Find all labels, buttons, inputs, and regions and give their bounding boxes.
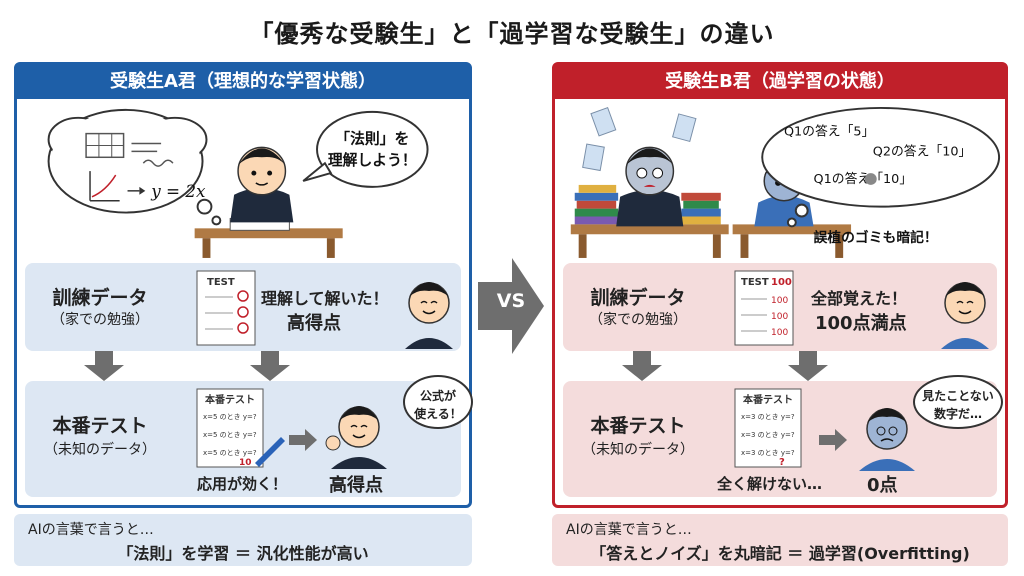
memo-note: 誤植のゴミも暗記！ bbox=[814, 229, 938, 246]
real-test-result: 高得点 bbox=[329, 475, 383, 496]
speech-line-1: 「法則」を bbox=[335, 129, 409, 147]
confident-student-icon bbox=[325, 406, 387, 469]
svg-text:x=5 のとき y=?: x=5 のとき y=? bbox=[203, 431, 257, 439]
summary-a-line-2: 「法則」を学習 ＝ 汎化性能が高い bbox=[117, 544, 369, 563]
training-result-line-1-b: 全部覚えた！ bbox=[811, 289, 908, 308]
vs-label: VS bbox=[496, 290, 526, 312]
summary-a-line-1: AIの言葉で言うと… bbox=[28, 522, 154, 538]
page-title: 「優秀な受験生」と「過学習な受験生」の違い bbox=[249, 20, 775, 48]
exam-sheet-icon-b: 本番テスト x=3 のとき y=? x=3 のとき y=? x=3 のとき y=… bbox=[734, 388, 802, 468]
svg-text:100: 100 bbox=[771, 328, 788, 338]
svg-text:TEST: TEST bbox=[207, 277, 235, 288]
formula-speech-bubble: 公式が 使える！ bbox=[403, 375, 473, 429]
confused-student-icon bbox=[859, 408, 915, 471]
training-data-title: 訓練データ bbox=[52, 287, 148, 309]
summary-b-line-2: 「答えとノイズ」を丸暗記 ＝ 過学習(Overfitting) bbox=[590, 544, 970, 563]
svg-text:100: 100 bbox=[771, 296, 788, 306]
vs-arrow bbox=[478, 258, 544, 354]
panel-student-a: 受験生A君（理想的な学習状態） y = 2x bbox=[14, 62, 473, 508]
test-sheet-icon: TEST bbox=[196, 270, 256, 346]
svg-text:x=5 のとき y=?: x=5 のとき y=? bbox=[203, 413, 257, 421]
summary-b: AIの言葉で言うと… 「答えとノイズ」を丸暗記 ＝ 過学習(Overfittin… bbox=[552, 514, 1008, 566]
real-test-caption: 応用が効く！ bbox=[197, 475, 288, 493]
real-test-subtitle-b: （未知のデータ） bbox=[582, 442, 694, 458]
training-data-subtitle: （家での勉強） bbox=[51, 312, 149, 328]
student-a-study-scene: y = 2x 「法則」を 理解しよう！ bbox=[47, 108, 429, 258]
training-data-subtitle-b: （家での勉強） bbox=[589, 312, 687, 328]
memo-line-1: Q1の答え「5」 bbox=[784, 124, 874, 140]
small-arrow-icon bbox=[289, 429, 317, 451]
real-test-title: 本番テスト bbox=[52, 415, 148, 437]
real-test-row-b: 本番テスト （未知のデータ） 本番テスト x=3 のとき y=? x=3 のとき… bbox=[563, 375, 1003, 497]
training-data-row-b: 訓練データ （家での勉強） TEST 100 100 100 100 全部覚えた… bbox=[563, 263, 997, 351]
svg-text:100: 100 bbox=[771, 277, 792, 288]
memo-line-3: Q1の答え「10」 bbox=[814, 171, 913, 187]
exam-sheet-icon: 本番テスト x=5 のとき y=? x=5 のとき y=? x=5 のとき y=… bbox=[196, 388, 285, 468]
svg-text:x=5 のとき y=?: x=5 のとき y=? bbox=[203, 449, 257, 457]
summary-b-line-1: AIの言葉で言うと… bbox=[566, 522, 692, 538]
panel-student-b: 受験生B君（過学習の状態） bbox=[552, 62, 1008, 508]
speech-line-2: 理解しよう！ bbox=[328, 151, 417, 169]
svg-text:10: 10 bbox=[239, 458, 252, 468]
svg-text:本番テスト: 本番テスト bbox=[205, 393, 255, 406]
svg-text:100: 100 bbox=[771, 312, 788, 322]
panel-b-header: 受験生B君（過学習の状態） bbox=[555, 65, 1005, 99]
real-test-title-b: 本番テスト bbox=[590, 415, 686, 437]
thought-cloud: y = 2x bbox=[47, 108, 222, 226]
confused-speech-bubble: 見たことない 数字だ… bbox=[913, 375, 1003, 429]
real-test-result-b: 0点 bbox=[867, 475, 898, 496]
svg-text:?: ? bbox=[779, 457, 785, 468]
formula-text: y = 2x bbox=[150, 181, 206, 201]
panel-a-header: 受験生A君（理想的な学習状態） bbox=[17, 65, 469, 99]
happy-student-icon bbox=[405, 282, 453, 349]
summary-a: AIの言葉で言うと… 「法則」を学習 ＝ 汎化性能が高い bbox=[14, 514, 472, 566]
training-data-title-b: 訓練データ bbox=[590, 287, 686, 309]
real-test-subtitle: （未知のデータ） bbox=[44, 442, 156, 458]
training-data-row: 訓練データ （家での勉強） TEST 理解して解いた！ 高得点 bbox=[25, 263, 461, 351]
perfect-test-sheet-icon: TEST 100 100 100 100 bbox=[734, 270, 794, 346]
training-result-line-2: 高得点 bbox=[287, 313, 341, 334]
svg-text:本番テスト: 本番テスト bbox=[743, 393, 793, 406]
svg-text:x=3 のとき y=?: x=3 のとき y=? bbox=[741, 449, 795, 457]
svg-text:x=3 のとき y=?: x=3 のとき y=? bbox=[741, 413, 795, 421]
svg-text:TEST: TEST bbox=[741, 277, 769, 288]
training-result-line-2-b: 100点満点 bbox=[815, 313, 907, 334]
svg-text:x=3 のとき y=?: x=3 のとき y=? bbox=[741, 431, 795, 439]
real-test-caption-b: 全く解けない… bbox=[717, 475, 823, 493]
training-result-line-1: 理解して解いた！ bbox=[261, 289, 389, 308]
memo-line-2: Q2の答え「10」 bbox=[873, 143, 972, 159]
small-arrow-icon-b bbox=[819, 429, 847, 451]
real-test-row: 本番テスト （未知のデータ） 本番テスト x=5 のとき y=? x=5 のとき… bbox=[25, 375, 473, 497]
student-b-study-scene: Q1の答え「5」 Q2の答え「10」 Q1の答え「10」 誤植のゴミも暗記！ bbox=[570, 106, 1001, 258]
smug-student-icon bbox=[941, 282, 989, 349]
